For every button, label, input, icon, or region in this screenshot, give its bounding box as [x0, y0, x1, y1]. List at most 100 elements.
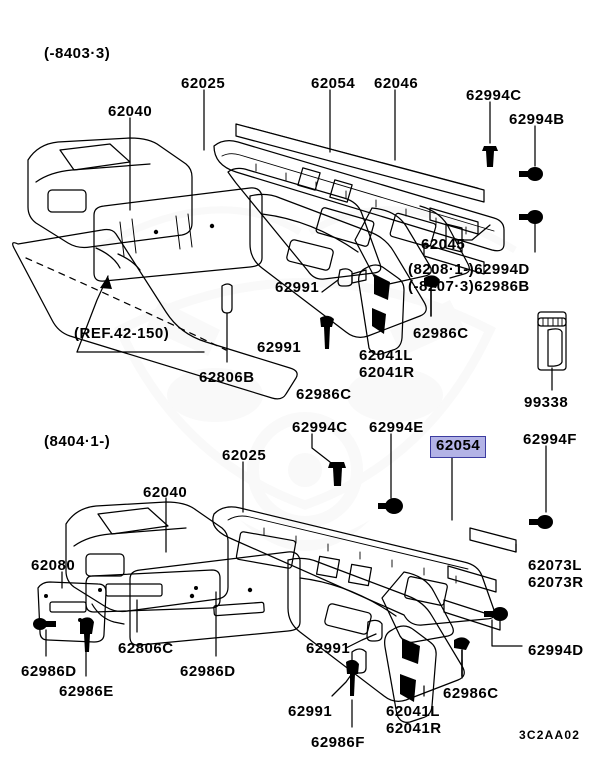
bumper-face-lower-right [287, 557, 465, 702]
label-62994B-upper: 62994B [509, 111, 565, 128]
beam-slot-1 [315, 207, 375, 247]
date-variant-2-part: 62986B [474, 278, 530, 295]
label-62073R: 62073R [528, 574, 584, 591]
date-variant-1-part: 62994D [474, 261, 530, 278]
label-62986C-upper-b: 62986C [413, 325, 469, 342]
bumper-face-lower-left [65, 501, 229, 613]
stiffener-leg [91, 603, 125, 625]
label-62041L-lower: 62041L [386, 703, 440, 720]
beam-slot-2 [389, 212, 437, 248]
label-62054-upper: 62054 [311, 75, 356, 92]
label-62025-lower: 62025 [222, 447, 267, 464]
license-plate-panel [93, 187, 263, 282]
upper-top-rail-62054 [235, 123, 485, 203]
bolt-62986D-a [33, 618, 56, 630]
upper-beam-62046 [213, 140, 505, 252]
label-62994C-upper: 62994C [466, 87, 522, 104]
label-62991-lower-b: 62991 [288, 703, 333, 720]
beam-hole-2 [329, 179, 353, 203]
beam-end-plate [419, 205, 470, 279]
bumper-face-upper-right [249, 193, 427, 338]
bumper-slot-lower-left [85, 553, 125, 577]
label-62991-upper-a: 62991 [275, 279, 320, 296]
stiffener-hole-a [98, 588, 102, 592]
clip-62986E [80, 617, 94, 652]
bracket-62041-upper [358, 264, 405, 355]
bolt-62994C-lower [328, 462, 346, 486]
clip-62991-upper-a [221, 283, 233, 314]
plate-hash-marks [119, 213, 193, 257]
reinforce-crease [227, 515, 469, 570]
bumper-crease-4 [299, 577, 397, 617]
reinforce-slot-2 [404, 576, 448, 606]
plate-slot-lower [213, 601, 265, 617]
label-62025-upper: 62025 [181, 75, 226, 92]
upper-top-rail-line [247, 126, 479, 189]
leader-62994D-lower [491, 619, 523, 647]
leader-62994C-lower [311, 433, 331, 463]
bracket-hole-u2 [372, 308, 386, 334]
plate-hole-d [247, 587, 253, 593]
stay-62073 [469, 527, 517, 553]
screw-62986C-upper-right [424, 275, 440, 317]
reinforce-rivets [263, 527, 457, 584]
bracket-hole-l1 [402, 638, 420, 664]
bumper-top-lip-lower [97, 507, 169, 535]
label-62806C: 62806C [118, 640, 174, 657]
label-62986D-b: 62986D [180, 663, 236, 680]
date-variant-1-date: (8208·1-) [408, 261, 475, 278]
label-62986E: 62986E [59, 683, 114, 700]
bolt-62994C-upper [482, 146, 498, 167]
plate-hole-c [189, 593, 195, 599]
bumper-slot-right [286, 239, 334, 271]
bracket-62041-lower [384, 625, 437, 723]
clip-62991-lower-a [366, 619, 383, 642]
beam-upper-arm [429, 207, 479, 235]
reinforce-right-box [381, 571, 454, 643]
lower-date-range-heading: (8404·1-) [44, 433, 111, 450]
label-62046-upper: 62046 [374, 75, 419, 92]
label-62986F: 62986F [311, 734, 365, 751]
clip-62991-lower-b [351, 648, 367, 674]
date-variant-row-1: (8208·1-)62994D [408, 261, 530, 279]
screw-62986C-lower [454, 637, 470, 677]
upper-beam-crease [221, 153, 495, 232]
upper-beam-mid [227, 167, 382, 280]
valance-detail-1 [95, 247, 121, 269]
reinforce-hole-2 [347, 563, 373, 587]
label-62991-lower-a: 62991 [306, 640, 351, 657]
label-62994C-lower: 62994C [292, 419, 348, 436]
leader-62991-lower-a [345, 633, 377, 649]
label-62986D-a: 62986D [21, 663, 77, 680]
label-62994F-lower: 62994F [523, 431, 577, 448]
bumper-top-lip-left [59, 143, 131, 171]
label-62045: 62045 [421, 236, 466, 253]
bumper-face-upper-left [27, 137, 193, 249]
reinforce-hole-1 [315, 555, 341, 579]
label-62041R-lower: 62041R [386, 720, 442, 737]
date-variant-row-2: (-8207·3)62986B [408, 278, 530, 296]
bolt-62994F-lower [529, 515, 553, 529]
bracket-62080-hole-a [44, 594, 48, 598]
label-62994E-lower: 62994E [369, 419, 424, 436]
bumper-slot-lower-right [324, 603, 372, 635]
bracket-hole-l2 [400, 674, 416, 702]
bracket-62080-slot [49, 601, 87, 613]
screw-62986C-upper [320, 315, 334, 349]
bumper-crease-2 [261, 213, 359, 253]
bracket-hole-u1 [374, 274, 390, 300]
reinforce-lower-main [212, 506, 496, 626]
label-62991-upper-b: 62991 [257, 339, 302, 356]
license-plate-panel-lower [129, 551, 301, 646]
label-62041R-upper: 62041R [359, 364, 415, 381]
plate-hole-b [209, 223, 215, 229]
label-62041L-upper: 62041L [359, 347, 413, 364]
label-62040-upper: 62040 [108, 103, 153, 120]
label-62986C-lower: 62986C [443, 685, 499, 702]
label-62986C-upper-a: 62986C [296, 386, 352, 403]
reinforce-slot-1 [235, 531, 297, 569]
highlighted-part-number-62054[interactable]: 62054 [430, 436, 487, 458]
